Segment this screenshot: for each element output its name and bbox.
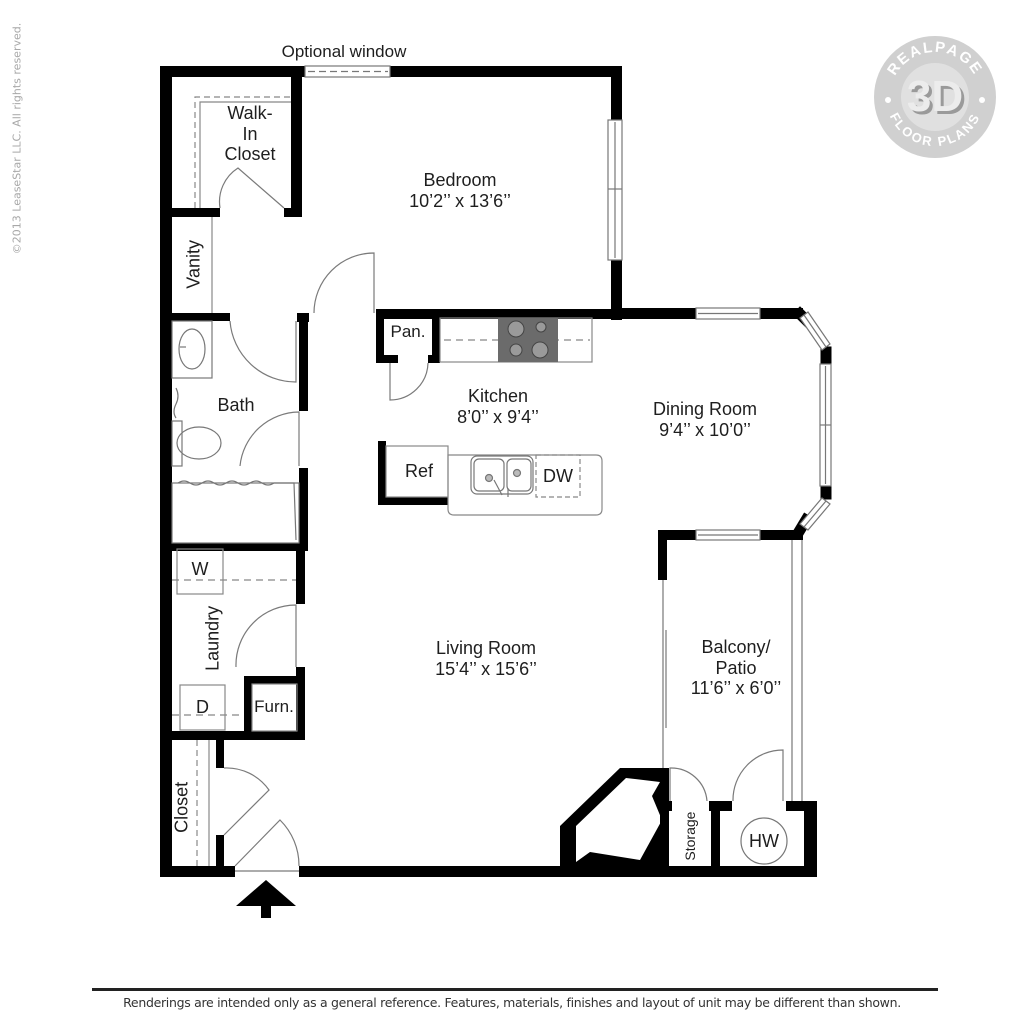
optional-window-label: Optional window	[281, 42, 407, 61]
balcony-line2: Patio	[715, 657, 757, 678]
refrigerator-label: Ref	[404, 461, 433, 481]
water-heater-label: HW	[749, 831, 779, 851]
dishwasher-label: DW	[543, 466, 573, 486]
footer-divider	[92, 988, 938, 991]
bedroom-label: Bedroom 10’2’’ x 13’6’’	[370, 170, 550, 211]
svg-text:3D: 3D	[907, 72, 963, 121]
disclaimer-text: Renderings are intended only as a genera…	[123, 995, 901, 1010]
furnace-label: Furn.	[254, 697, 294, 716]
kitchen-size: 8’0’’ x 9’4’’	[457, 406, 539, 427]
living-room-label: Living Room 15’4’’ x 15’6’’	[396, 638, 576, 679]
living-room-name: Living Room	[435, 638, 537, 658]
balcony-label: Balcony/ Patio 11’6’’ x 6’0’’	[666, 637, 806, 699]
bedroom-size: 10’2’’ x 13’6’’	[409, 190, 511, 211]
bedroom-name: Bedroom	[423, 170, 497, 190]
kitchen-name: Kitchen	[467, 386, 529, 406]
laundry-label: Laundry	[202, 605, 223, 671]
walk-in-closet-line3: Closet	[224, 144, 276, 165]
realpage-3d-badge-icon: REALPAGE FLOOR PLANS 3D 3D	[874, 36, 996, 158]
walk-in-closet-line2: In	[242, 123, 258, 144]
balcony-size: 11’6’’ x 6’0’’	[690, 678, 782, 699]
svg-text:3D: 3D	[910, 75, 966, 124]
dining-room-size: 9’4’’ x 10’0’’	[659, 419, 751, 440]
bath-label: Bath	[217, 395, 255, 415]
living-room-size: 15’4’’ x 15’6’’	[435, 658, 537, 679]
walk-in-closet-label: Walk- In Closet	[210, 103, 290, 165]
closet-label: Closet	[171, 781, 192, 833]
dining-room-name: Dining Room	[652, 399, 758, 419]
balcony-line1: Balcony/	[701, 637, 771, 657]
vanity-label: Vanity	[183, 240, 204, 289]
entry-arrow-icon	[236, 880, 296, 918]
dryer-label: D	[196, 697, 209, 717]
cooktop	[498, 318, 558, 362]
dining-room-label: Dining Room 9’4’’ x 10’0’’	[620, 399, 790, 440]
exterior-wall-left	[160, 66, 172, 876]
storage-label: Storage	[681, 811, 698, 861]
washer-label: W	[191, 559, 209, 579]
kitchen-label: Kitchen 8’0’’ x 9’4’’	[418, 386, 578, 427]
pantry-label: Pan.	[390, 322, 426, 341]
realpage-logo: REALPAGE FLOOR PLANS 3D 3D	[872, 34, 998, 160]
walk-in-closet-line1: Walk-	[227, 103, 273, 123]
